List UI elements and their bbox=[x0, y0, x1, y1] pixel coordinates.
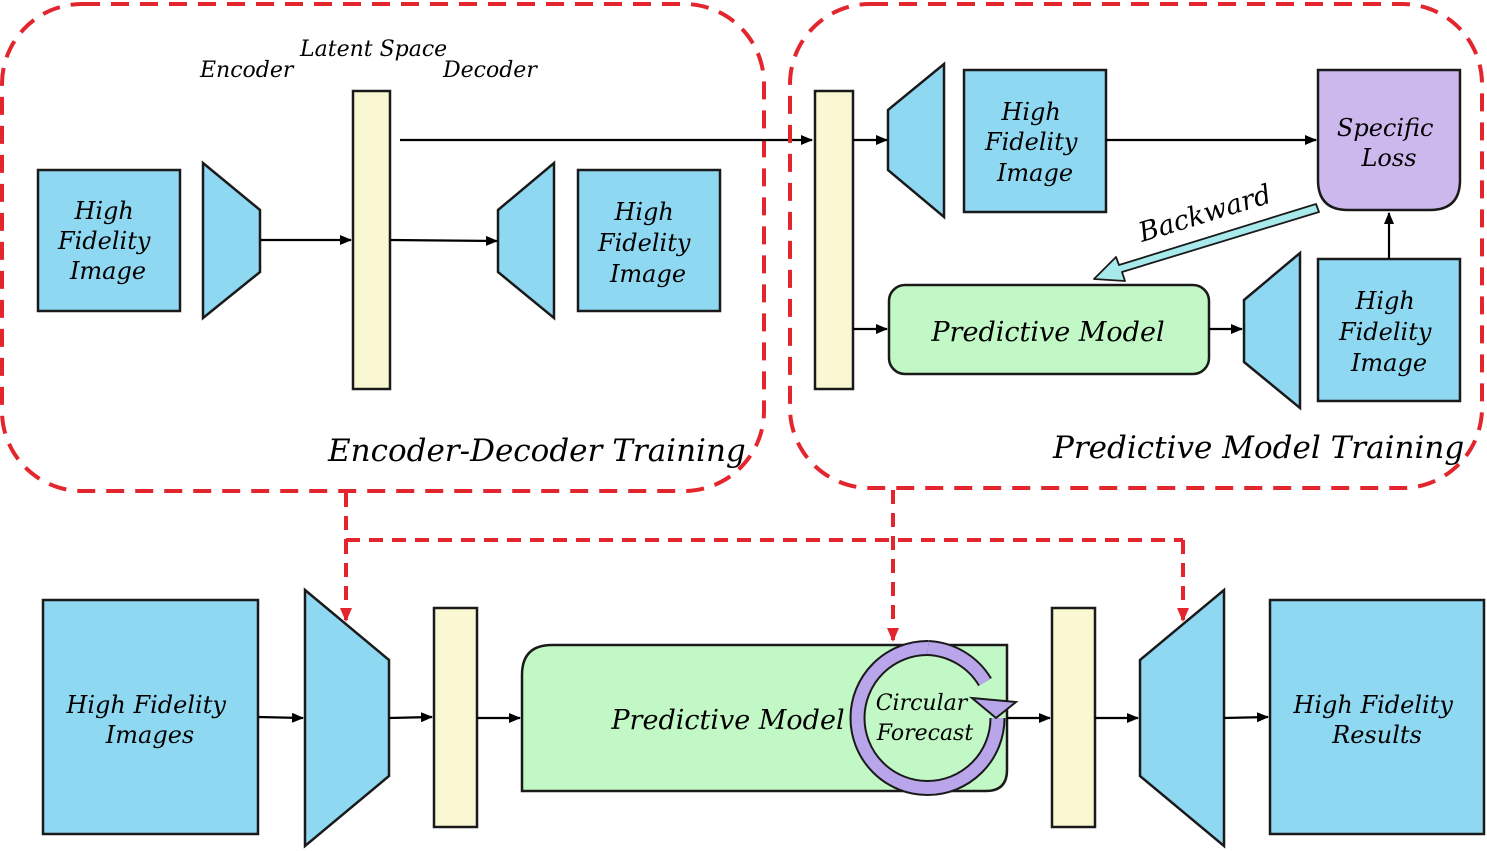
target-image-label: High Fidelity Image bbox=[1338, 287, 1439, 377]
target-image-block bbox=[1316, 257, 1462, 403]
decoder-label: Decoder bbox=[442, 58, 538, 83]
circular-forecast-ring-fill bbox=[851, 641, 1004, 794]
reconstructed-image-block bbox=[576, 168, 722, 313]
inference-pipeline: High Fidelity Images Predictive Model Ci… bbox=[41, 587, 1486, 849]
predictive-training-dashed-frame bbox=[788, 2, 1484, 490]
inference-latent-bar-left bbox=[432, 606, 479, 829]
encoder-decoder-dashed-frame bbox=[0, 2, 766, 493]
arrow-input-to-encoder bbox=[257, 712, 304, 723]
decoder-trapezoid-top bbox=[886, 61, 946, 220]
inference-output-block bbox=[1268, 598, 1486, 836]
predictive-model-training-label: Predictive Model bbox=[930, 317, 1164, 348]
predictive-model-training-panel: High Fidelity Image Specific Loss Backwa… bbox=[788, 2, 1484, 490]
inference-output-label: High Fidelity Results bbox=[1292, 691, 1460, 749]
inference-encoder-trapezoid bbox=[303, 587, 391, 849]
latent-space-label: Latent Space bbox=[299, 37, 447, 62]
circular-forecast: Circular Forecast bbox=[849, 639, 1019, 796]
decoder-trapezoid bbox=[496, 160, 556, 321]
dashed-connectors bbox=[340, 490, 1189, 642]
input-image-block bbox=[36, 168, 182, 313]
encoder-decoder-training-title: Encoder-Decoder Training bbox=[327, 433, 746, 469]
inference-input-label: High Fidelity Images bbox=[65, 691, 233, 749]
specific-loss-label: Specific Loss bbox=[1337, 114, 1441, 172]
encoder-label: Encoder bbox=[199, 58, 295, 83]
inference-input-block bbox=[41, 598, 260, 836]
decoded-image-label: High Fidelity Image bbox=[984, 98, 1085, 187]
inference-predictive-model-block bbox=[520, 643, 1009, 793]
inference-decoder-trapezoid bbox=[1138, 587, 1226, 849]
circular-forecast-arrowhead bbox=[968, 696, 1019, 720]
reconstructed-image-label: High Fidelity Image bbox=[597, 198, 698, 288]
encoder-trapezoid bbox=[201, 160, 262, 321]
arrow-encoder-to-latent-inference bbox=[388, 712, 433, 723]
specific-loss-block bbox=[1316, 68, 1462, 212]
arrow-latent-to-decoder bbox=[389, 235, 498, 246]
predictive-model-training-title: Predictive Model Training bbox=[1052, 430, 1464, 466]
latent-space-bar bbox=[351, 89, 392, 391]
decoder-trapezoid-bottom bbox=[1242, 250, 1302, 411]
arrow-decoder-to-output bbox=[1223, 712, 1269, 723]
latent-space-bar-training bbox=[813, 89, 855, 391]
inference-latent-bar-right bbox=[1050, 606, 1097, 829]
circular-forecast-label: Circular Forecast bbox=[876, 691, 975, 746]
backward-arrow bbox=[1093, 203, 1320, 282]
input-image-label: High Fidelity Image bbox=[57, 197, 158, 285]
decoded-image-block bbox=[962, 68, 1108, 214]
circular-forecast-ring-top-fill bbox=[927, 642, 991, 686]
inference-predictive-model-label: Predictive Model bbox=[610, 705, 844, 736]
encoder-decoder-training-panel: Encoder Latent Space Decoder High Fideli… bbox=[0, 2, 766, 493]
